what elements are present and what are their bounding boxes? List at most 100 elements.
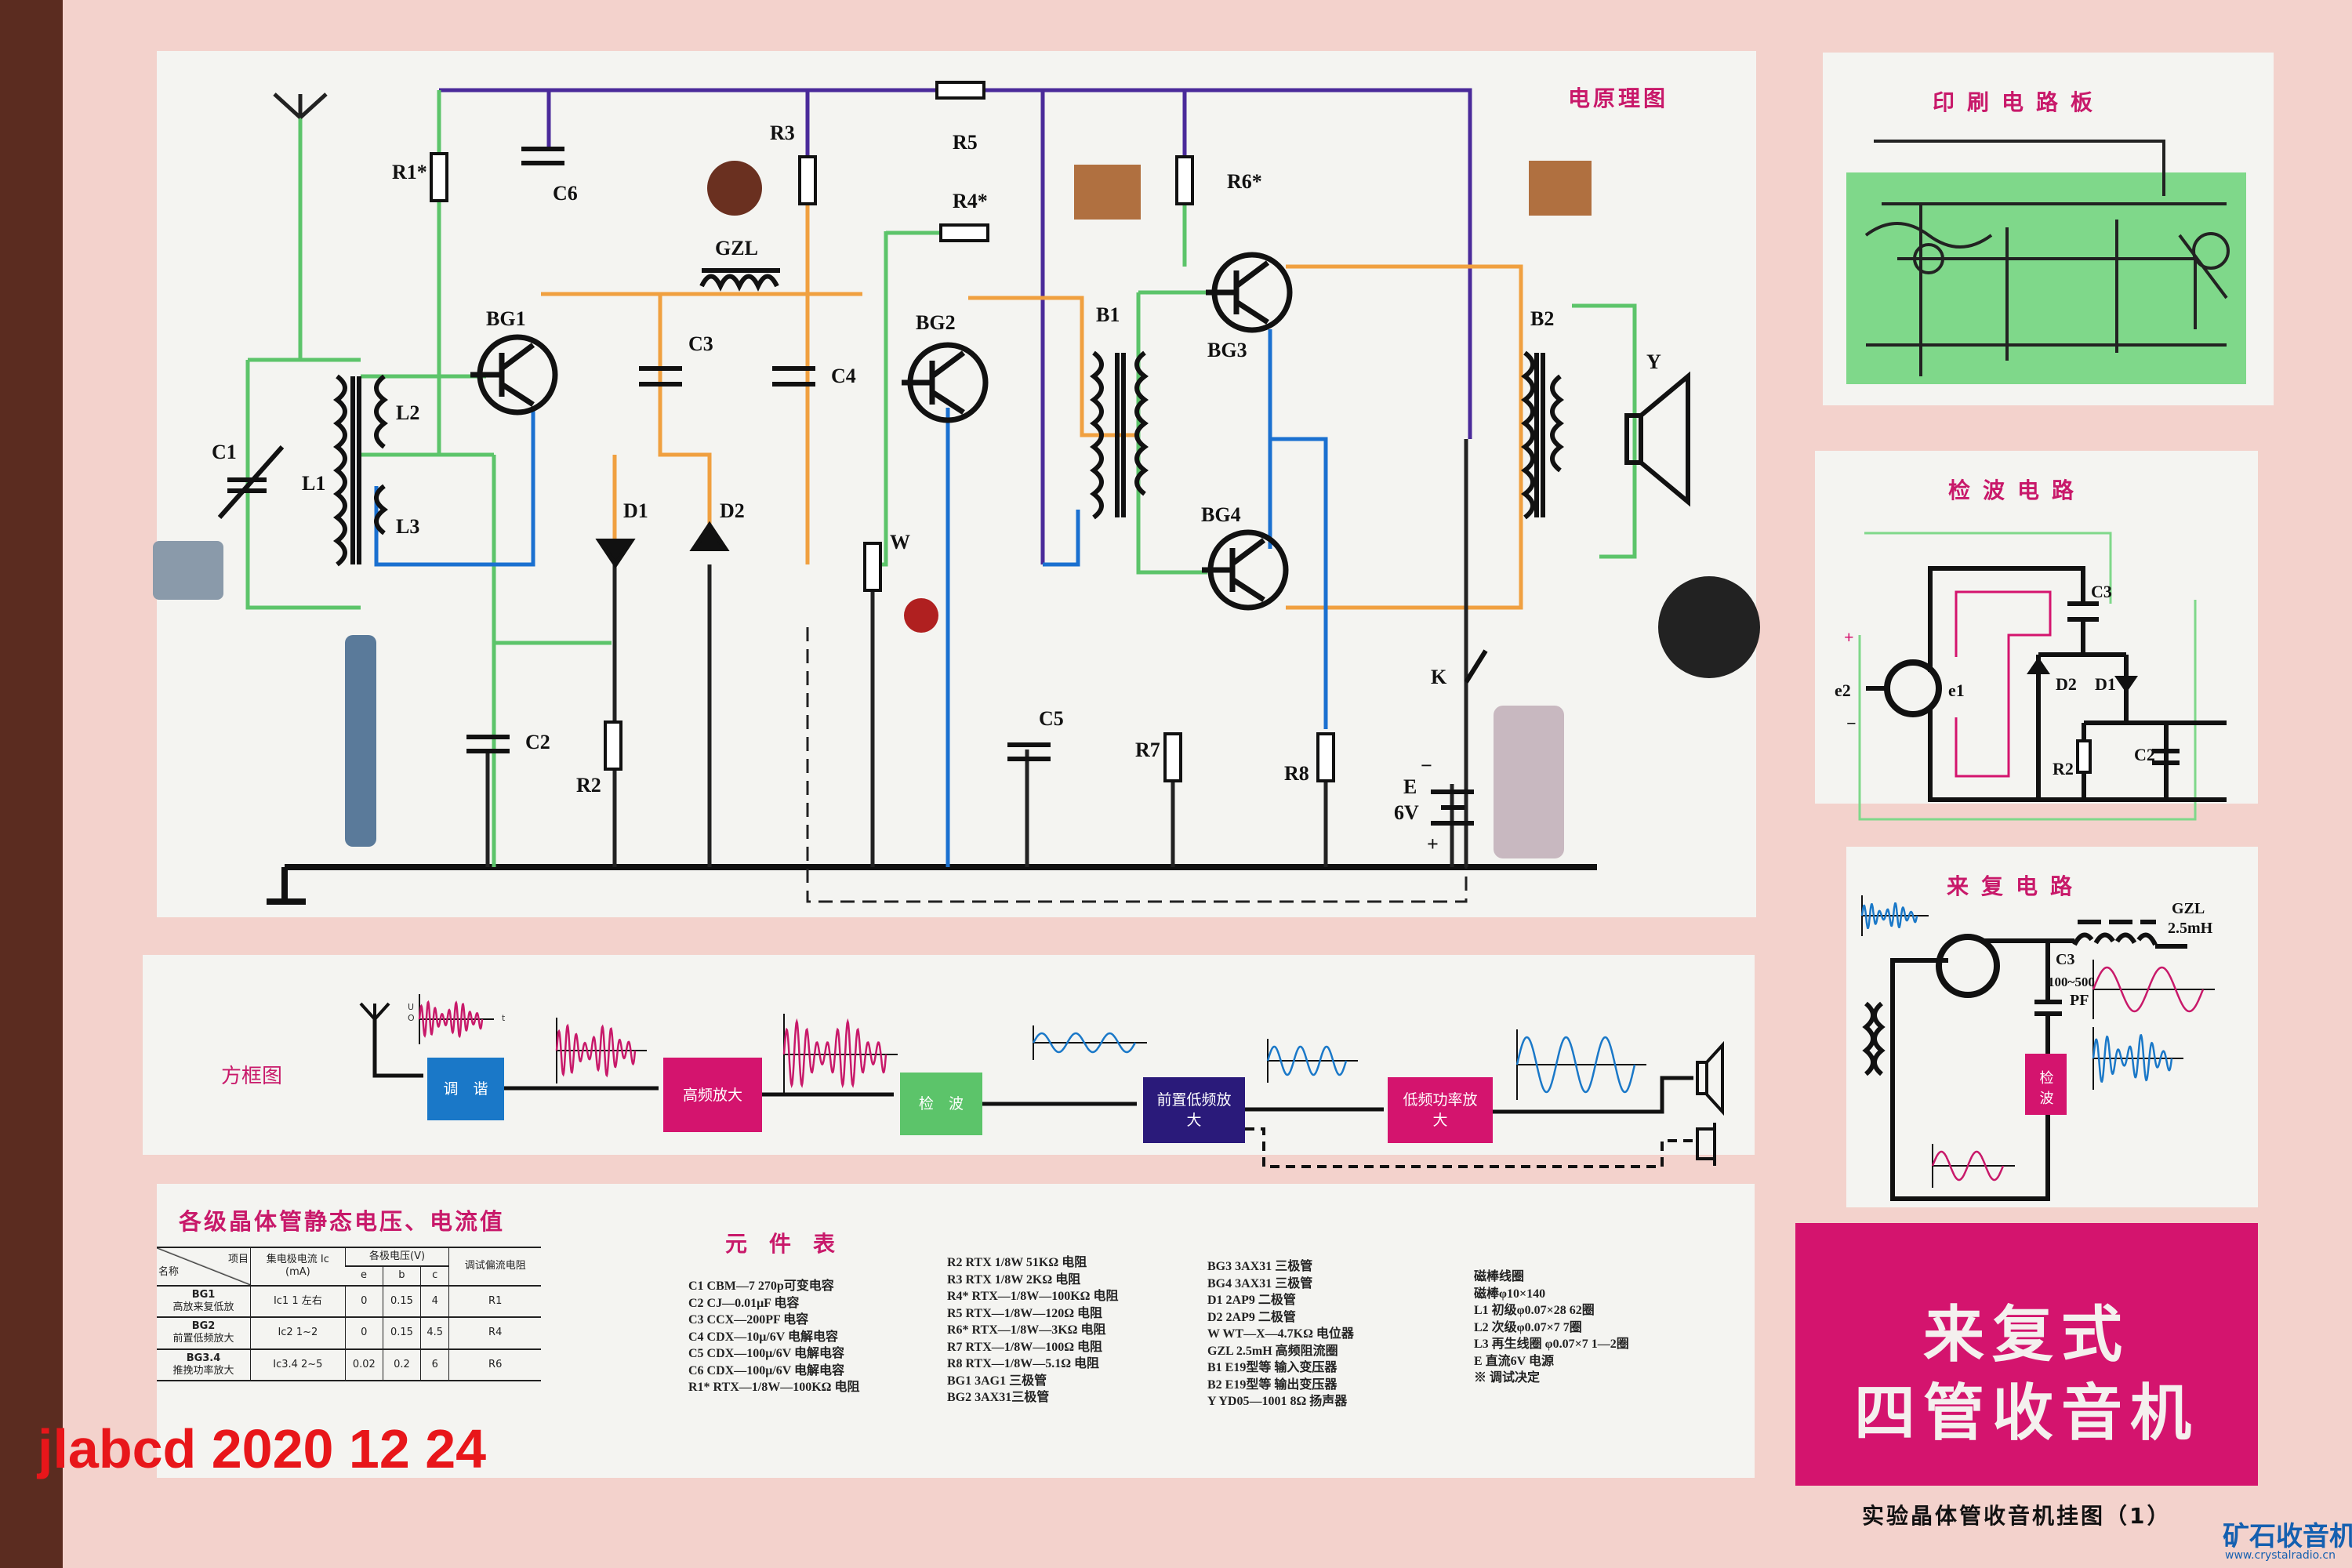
reflex-c3-unit: PF [2070, 992, 2089, 1009]
parts-list-item: BG1 3AG1 三极管 [947, 1374, 1047, 1388]
header-ic: 集电极电流 Ic [266, 1254, 329, 1265]
label-minus: − [1421, 754, 1432, 777]
axis-u-label: U [408, 1002, 415, 1012]
label-bg1: BG1 [486, 307, 526, 330]
parts-list-item: D2 2AP9 二极管 [1207, 1310, 1296, 1324]
header-e: e [345, 1265, 383, 1287]
reflex-circuit: GZL 2.5mH C3 100~500 PF 检波 [1860, 895, 2215, 1201]
waveform-graph [2092, 960, 2215, 1019]
label-r8: R8 [1284, 762, 1309, 785]
cell-stage: 推挽功率放大 [172, 1364, 234, 1377]
det-label-e1: e1 [1948, 681, 1965, 700]
parts-list-item: 磁棒线圈 [1474, 1270, 1525, 1283]
waveform-line [418, 1000, 484, 1039]
det-label-plus: + [1844, 627, 1854, 647]
block-antenna-icon [359, 1002, 390, 1022]
header-c: c [419, 1265, 449, 1287]
waveform-graph [2092, 1027, 2183, 1090]
cell-resistor: R6 [448, 1348, 541, 1381]
poster-title-line1: 来复式 [1922, 1300, 2130, 1370]
label-r1: R1* [392, 161, 427, 183]
label-k: K [1431, 666, 1447, 688]
label-r5: R5 [953, 131, 978, 154]
axis-t-label: t [502, 1013, 506, 1023]
label-c6: C6 [553, 182, 578, 205]
transistor-bg1-icon [470, 334, 558, 416]
parts-list-item: R5 RTX—1/8W—120Ω 电阻 [947, 1306, 1103, 1320]
cell-e: 0 [344, 1316, 383, 1350]
site-url: www.crystalradio.cn [2225, 1549, 2336, 1562]
parts-list-item: L1 初级φ0.07×28 62圈 [1474, 1304, 1595, 1317]
switch-linkage [806, 627, 1468, 903]
label-c4: C4 [831, 365, 856, 387]
parts-list-item: R4* RTX—1/8W—100KΩ 电阻 [947, 1290, 1119, 1303]
label-l1: L1 [302, 472, 325, 495]
detector-title: 检波电路 [1948, 477, 2086, 503]
label-r6: R6* [1227, 170, 1262, 193]
poster-title-line2: 四管收音机 [1853, 1378, 2199, 1449]
antenna-icon [273, 93, 328, 119]
label-r2: R2 [576, 774, 601, 797]
waveform-graph [1860, 895, 1929, 936]
parts-list-item: C3 CCX—200PF 电容 [688, 1313, 809, 1327]
coil-l2-l3-icon [374, 374, 388, 535]
waveform-graph [782, 1014, 898, 1095]
parts-list-item: GZL 2.5mH 高频阻流圈 [1207, 1344, 1338, 1358]
reflex-c3-value: 100~500 [2048, 975, 2095, 989]
label-6v: 6V [1394, 801, 1419, 824]
cell-stage: 高放来复低放 [172, 1301, 234, 1313]
parts-list-item: B2 E19型等 输出变压器 [1207, 1377, 1338, 1392]
reflex-gzl-label: GZL [2172, 900, 2205, 917]
cell-resistor: R1 [448, 1284, 541, 1318]
waveform-graph [1032, 1025, 1147, 1060]
parts-list-item: ※ 调试决定 [1474, 1371, 1541, 1385]
switch-k-icon [1464, 649, 1488, 684]
supply-rail-wire [439, 88, 1472, 564]
header-resistor: 调试偏流电阻 [448, 1247, 541, 1287]
label-b1: B1 [1096, 303, 1120, 326]
cell-ic: Ic2 1~2 [250, 1316, 346, 1350]
cell-transistor: BG3.4 [186, 1352, 221, 1364]
waveform-line [1032, 1032, 1137, 1054]
parts-list-item: R8 RTX—1/8W—5.1Ω 电阻 [947, 1357, 1100, 1370]
parts-list-item: L3 再生线圈 φ0.07×7 1—2圈 [1474, 1338, 1629, 1351]
reflex-detector-box: 检波 [2038, 1070, 2054, 1111]
block-diagram [359, 994, 1724, 1168]
parts-col-2: R2 RTX 1/8W 51KΩ 电阻 R3 RTX 1/8W 2KΩ 电阻 R4*… [947, 1254, 1118, 1406]
potentiometer-w-icon [863, 542, 882, 592]
block-tuning: 调 谐 [427, 1058, 504, 1120]
block-detector: 检 波 [900, 1073, 982, 1135]
af-path-wire [541, 188, 1523, 610]
poster-subtitle: 实验晶体管收音机挂图（1） [1862, 1503, 2172, 1529]
label-plus: + [1427, 833, 1439, 855]
parts-list-item: R7 RTX—1/8W—100Ω 电阻 [947, 1340, 1103, 1354]
cell-ic: Ic3.4 2~5 [250, 1348, 346, 1381]
resistor-icons [430, 81, 1335, 782]
parts-list-item: R3 RTX 1/8W 2KΩ 电阻 [947, 1272, 1081, 1287]
waveform-graph [1515, 1029, 1646, 1100]
variable-capacitor-c1-icon [217, 445, 285, 519]
block-rf-amp: 高频放大 [663, 1058, 762, 1132]
label-gzl: GZL [715, 237, 758, 260]
det-label-e2: e2 [1835, 681, 1851, 700]
parts-list-item: C4 CDX—10μ/6V 电解电容 [688, 1330, 839, 1344]
label-c3: C3 [688, 332, 713, 355]
cell-e: 0.02 [344, 1348, 383, 1381]
site-logo: 矿石收音机 [2223, 1521, 2352, 1552]
pcb-board-drawing [1846, 140, 2246, 384]
schematic-panel [157, 51, 1756, 917]
det-label-c2: C2 [2134, 745, 2155, 764]
det-label-d2: D2 [2056, 674, 2077, 694]
rf-path-wire [245, 90, 1637, 867]
waveform-line [1931, 1150, 2005, 1181]
header-name: 名称 [158, 1266, 180, 1279]
parts-list-item: R2 RTX 1/8W 51KΩ 电阻 [947, 1256, 1087, 1269]
label-bg3: BG3 [1207, 339, 1247, 361]
waveform-graph [555, 1018, 647, 1083]
block-speaker-icon [1696, 1040, 1724, 1116]
label-c1: C1 [212, 441, 237, 463]
waveform-graph [1266, 1039, 1358, 1083]
